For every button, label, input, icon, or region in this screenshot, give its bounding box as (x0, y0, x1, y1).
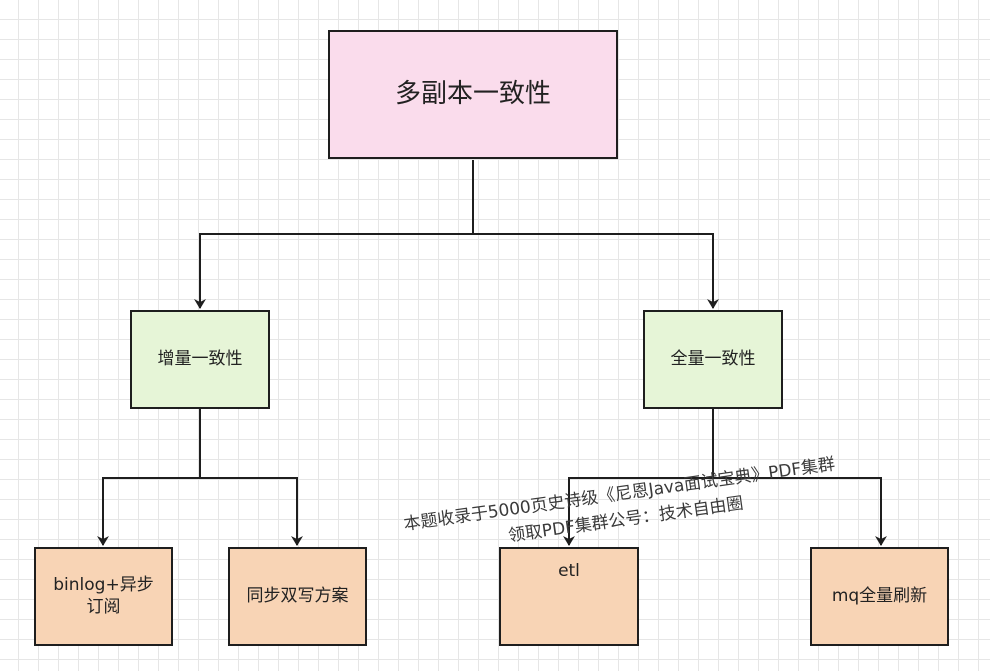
edge-incremental-to-dual-write (200, 477, 303, 546)
leaf-sync-dual-write: 同步双写方案 (228, 547, 367, 646)
edge-full-to-mq-refresh (713, 477, 887, 546)
node-incremental-consistency: 增量一致性 (130, 310, 270, 409)
leaf-etl: etl (499, 547, 639, 646)
leaf-binlog-async-subscribe: binlog+异步 订阅 (34, 547, 173, 646)
edge-incremental-to-binlog (97, 409, 201, 546)
full-node-label: 全量一致性 (670, 348, 756, 369)
incremental-node-label: 增量一致性 (157, 348, 243, 369)
etl-node-label: etl (558, 561, 580, 581)
edge-root-to-full (473, 233, 719, 309)
edge-full-to-etl (563, 409, 714, 546)
root-node-multi-replica-consistency: 多副本一致性 (328, 30, 618, 159)
root-node-label: 多副本一致性 (394, 79, 551, 110)
binlog-node-label: binlog+异步 订阅 (53, 575, 154, 617)
leaf-mq-full-refresh: mq全量刷新 (810, 547, 949, 646)
node-full-consistency: 全量一致性 (643, 310, 783, 409)
dual-write-node-label: 同步双写方案 (246, 585, 349, 606)
edge-root-to-incremental (194, 160, 474, 309)
mq-refresh-node-label: mq全量刷新 (831, 585, 928, 606)
